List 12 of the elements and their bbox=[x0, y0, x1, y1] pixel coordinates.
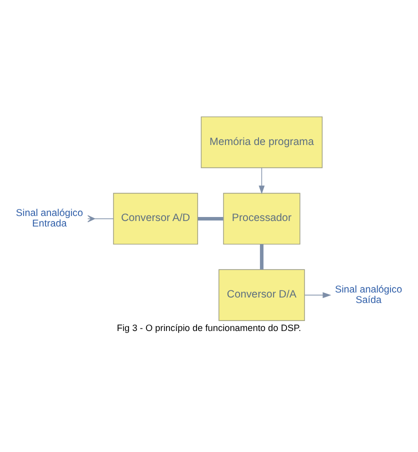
node-box: Conversor A/D bbox=[113, 192, 198, 244]
node-box: Memória de programa bbox=[200, 116, 323, 168]
connector bbox=[198, 216, 224, 220]
node-box: Conversor D/A bbox=[218, 268, 305, 320]
arrow bbox=[258, 166, 265, 194]
arrow bbox=[304, 292, 332, 298]
node-box: Processador bbox=[223, 192, 300, 244]
caption: Fig 3 - O princípio de funcionamento do DSP. bbox=[116, 322, 302, 332]
node-text: Sinal analógico Saída bbox=[335, 284, 402, 306]
connector bbox=[87, 214, 114, 222]
node-text: Sinal analógico Entrada bbox=[16, 208, 83, 230]
connector bbox=[260, 244, 264, 269]
